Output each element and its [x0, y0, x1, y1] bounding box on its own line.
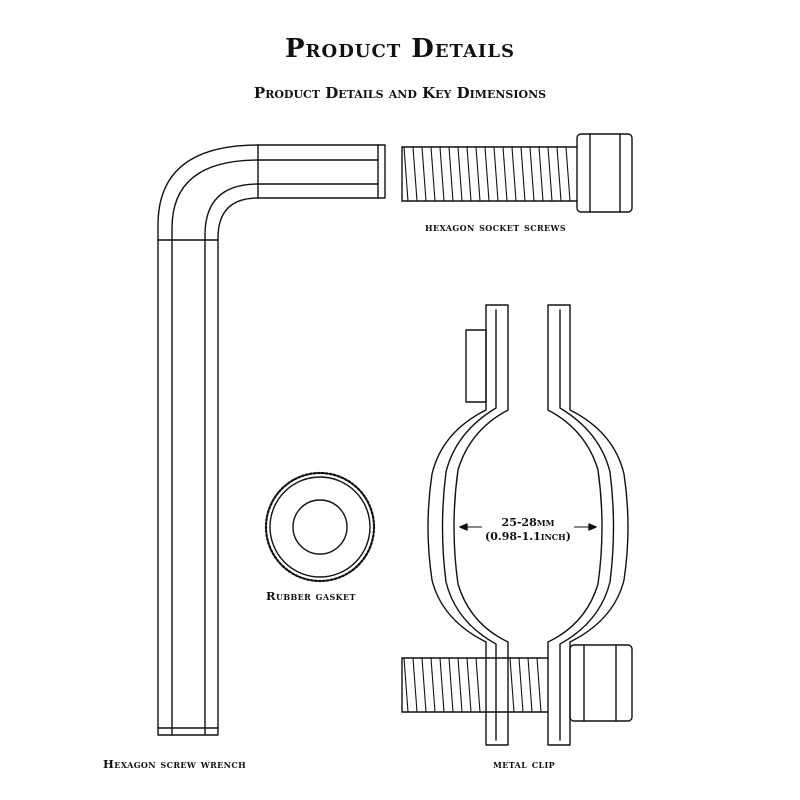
top-screw-drawing: [401, 133, 633, 213]
metal-clip-drawing: [401, 304, 633, 746]
metal-clip-label: metal clip: [493, 757, 556, 771]
page-title: Product Details: [285, 34, 515, 64]
page-subtitle: Product Details and Key Dimensions: [253, 84, 547, 102]
wrench-outline: [157, 144, 386, 736]
rubber-gasket-drawing: [264, 471, 376, 583]
rubber-gasket-label: Rubber gasket: [266, 589, 356, 603]
wrench-inner-edge-2: [204, 183, 379, 736]
dimension-metric: 25-28mm: [501, 516, 555, 529]
wrench-inner-edge: [171, 159, 379, 736]
dimension-imperial: (0.98-1.1inch): [485, 530, 571, 543]
socket-screws-label: hexagon socket screws: [425, 220, 567, 234]
hex-wrench-drawing: [157, 144, 386, 736]
dimension-label: 25-28mm (0.98-1.1inch): [482, 516, 574, 544]
hex-wrench-label: Hexagon screw wrench: [103, 757, 247, 771]
